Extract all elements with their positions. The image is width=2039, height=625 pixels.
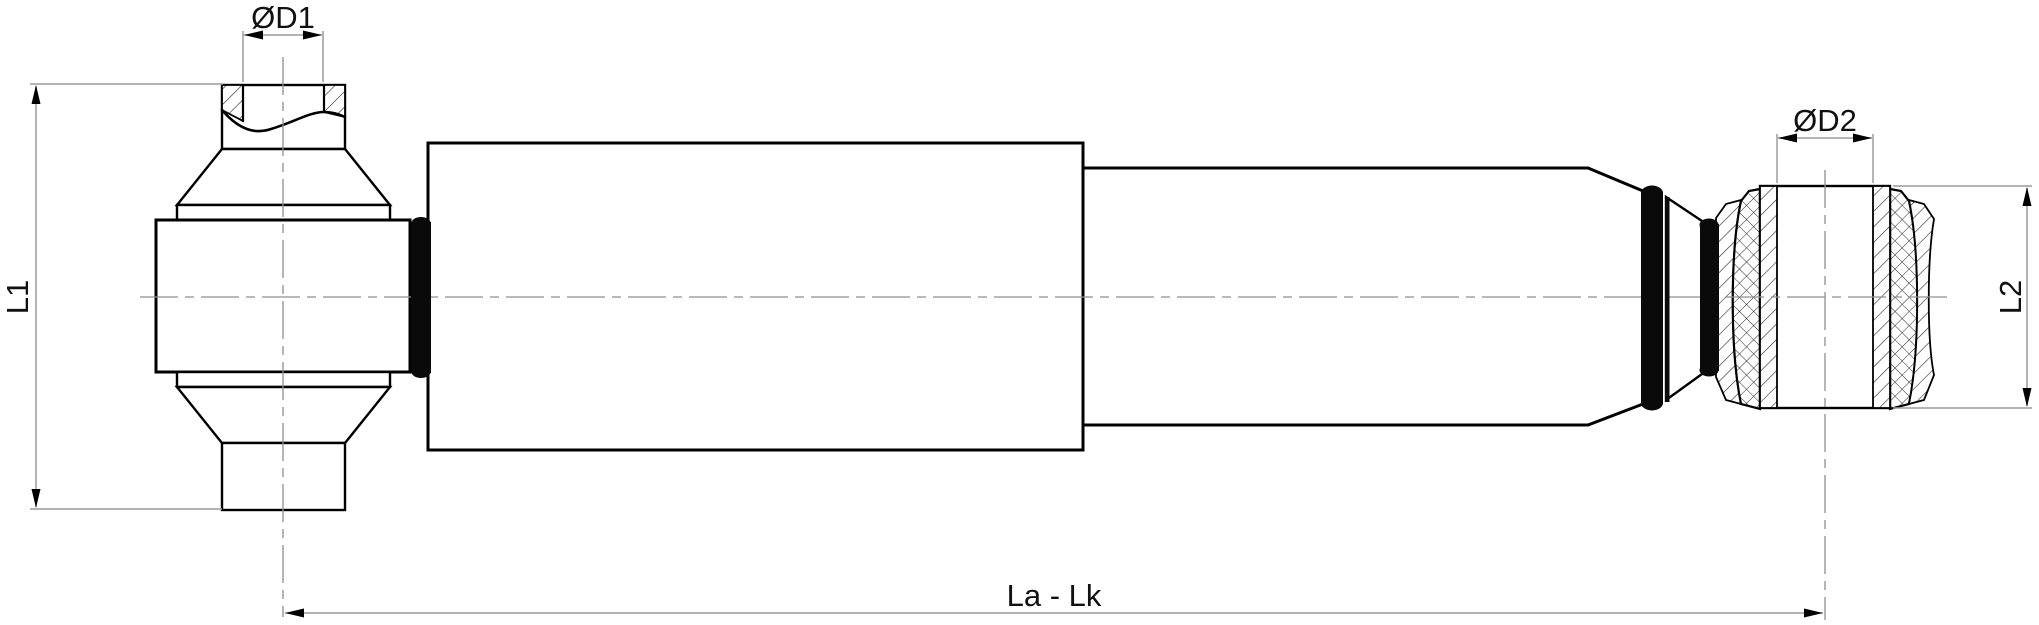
la-lk-label: La - Lk [1007,578,1102,613]
seal-ring-thin-band [1665,197,1670,402]
center-lines [140,57,1950,620]
d1-arrow-right [303,30,322,40]
d2-arrow-left [1778,133,1797,143]
d2-arrow-right [1853,133,1872,143]
d1-arrow-left [244,30,263,40]
l1-label: L1 [0,280,35,314]
seal-ring-outer-right [1641,185,1670,411]
seal-ring-outer-band [1641,192,1663,404]
top-bushing-rubber-surface [220,108,347,133]
la-lk-arrow-right [1804,608,1823,618]
seal-ring-left [411,217,431,378]
la-lk-arrow-left [285,608,304,618]
dimension-la-lk: La - Lk [285,578,1823,618]
dimension-l1: L1 [0,83,223,510]
l1-arrow-bottom [31,489,41,508]
seal-ring-inner-band [1700,224,1719,371]
seal-ring-left-band [411,222,431,373]
l2-arrow-bottom [2022,388,2032,407]
seal-ring-inner-right [1699,218,1719,377]
d2-label: ØD2 [1793,103,1857,138]
dimension-l2: L2 [1893,185,2032,409]
l1-arrow-top [31,85,41,104]
dimension-d2: ØD2 [1776,103,1874,183]
taper-segment [1664,194,1704,403]
l2-label: L2 [1993,280,2028,314]
bushing-outer-ring-right [1907,198,1935,406]
bushing-rubber-left [1731,187,1762,411]
l2-arrow-top [2022,187,2032,206]
dimension-d1: ØD1 [242,0,324,82]
d1-label: ØD1 [251,0,315,35]
